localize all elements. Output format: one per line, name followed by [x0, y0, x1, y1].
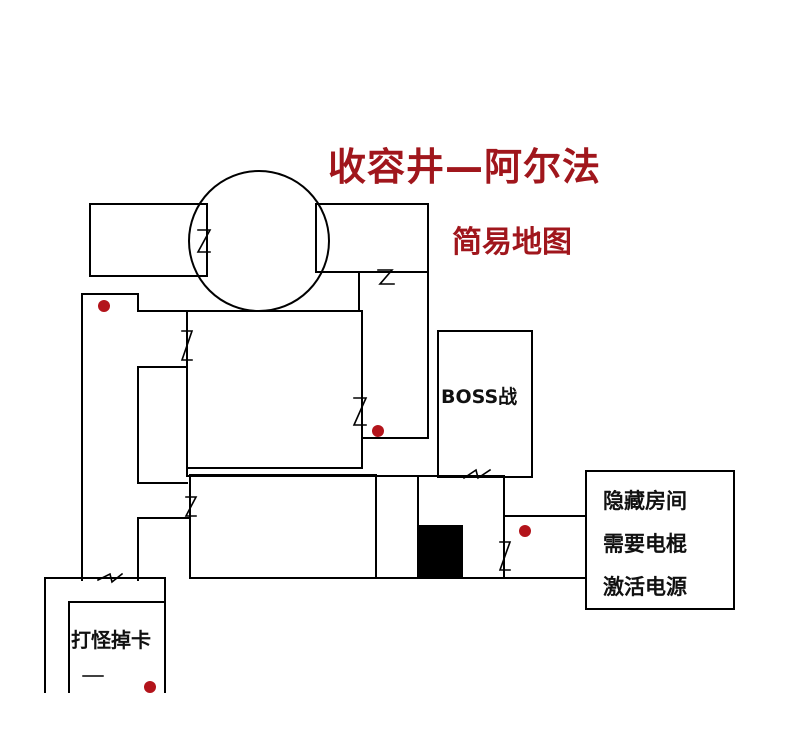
round-room	[188, 170, 330, 312]
hidden-room-line-3: 激活电源	[603, 575, 687, 599]
map-subtitle: 简易地图	[452, 225, 572, 260]
room-loot-inner	[68, 601, 166, 693]
room-loot-outer	[44, 577, 166, 693]
boss-label: BOSS战	[441, 386, 518, 408]
room-right-wing	[315, 203, 429, 273]
corridor-to-hidden	[503, 515, 587, 579]
loot-label: 打怪掉卡	[71, 628, 151, 652]
room-lower	[189, 474, 377, 579]
hidden-room-line-1: 隐藏房间	[603, 489, 687, 513]
black-block-icon	[417, 525, 463, 577]
z-door-icon	[96, 229, 512, 584]
room-hidden	[585, 470, 735, 610]
corridor-left-inner	[137, 366, 188, 484]
red-dot-icon	[98, 300, 531, 693]
corridor-right-outer	[361, 271, 429, 439]
corridor-left-top	[81, 293, 188, 312]
room-left-wing	[89, 203, 208, 277]
room-central	[186, 310, 363, 469]
corridor-lower-link	[375, 475, 419, 579]
map-title: 收容井—阿尔法	[328, 145, 602, 189]
hidden-room-line-2: 需要电棍	[603, 532, 687, 556]
